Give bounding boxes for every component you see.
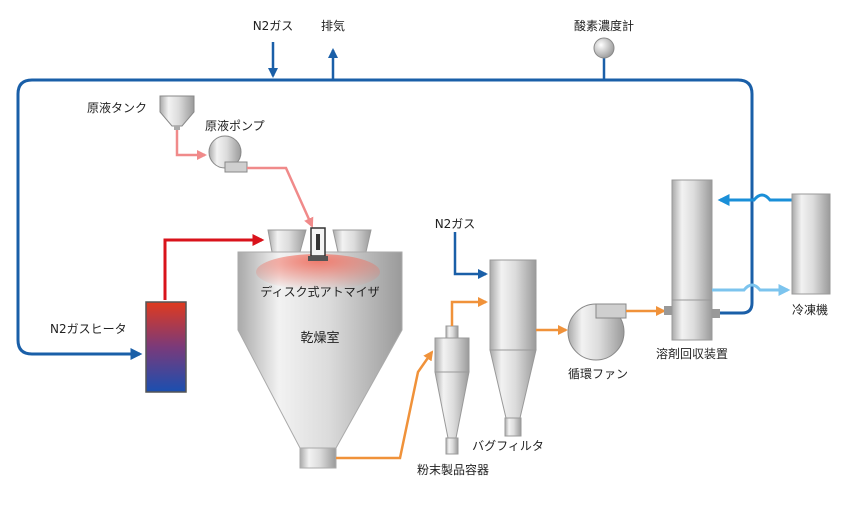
label-exhaust: 排気 <box>321 18 345 33</box>
coolant-supply-line <box>717 193 792 206</box>
disk-atomizer-icon <box>308 227 328 261</box>
oxygen-meter-icon <box>593 37 615 59</box>
label-feed-pump: 原液ポンプ <box>205 118 265 133</box>
cyclone-icon <box>434 325 470 455</box>
label-oxygen-meter: 酸素濃度計 <box>574 18 634 33</box>
refrigerator-icon <box>791 193 831 295</box>
label-bag-filter: バグフィルタ <box>472 439 544 453</box>
drying-chamber-icon <box>237 229 403 469</box>
feed-tank-icon <box>159 95 195 127</box>
feed-line-1 <box>175 130 207 160</box>
powder-line-1 <box>336 350 434 460</box>
label-feed-tank: 原液タンク <box>87 100 147 115</box>
gas-heater-icon <box>145 301 187 393</box>
spray-cloud <box>256 254 380 290</box>
circulation-fan-icon <box>567 303 627 361</box>
solvent-recovery-icon <box>664 179 720 341</box>
gas-loop-line <box>16 78 754 360</box>
feed-pump-icon <box>208 135 248 173</box>
n2-gas-bagfilter-line <box>453 232 488 279</box>
hot-gas-line <box>163 234 265 300</box>
label-disk-atomizer: ディスク式アトマイザ <box>260 284 379 299</box>
powder-line-2 <box>450 297 488 326</box>
label-n2-gas-mid: N2ガス <box>435 217 476 231</box>
label-n2-gas-top: N2ガス <box>253 19 294 33</box>
label-n2-gas-heater: N2ガスヒータ <box>50 322 127 336</box>
feed-line-2 <box>247 166 314 228</box>
label-powder-container: 粉末製品容器 <box>417 462 489 477</box>
label-circulation-fan: 循環ファン <box>568 367 628 381</box>
feed-tank-outlet <box>174 126 180 130</box>
bag-filter-icon <box>489 259 537 437</box>
coolant-return-line <box>712 283 791 296</box>
label-refrigerator: 冷凍機 <box>792 302 828 317</box>
label-solvent-recovery: 溶剤回収装置 <box>656 346 728 361</box>
label-drying-chamber: 乾燥室 <box>300 330 339 346</box>
